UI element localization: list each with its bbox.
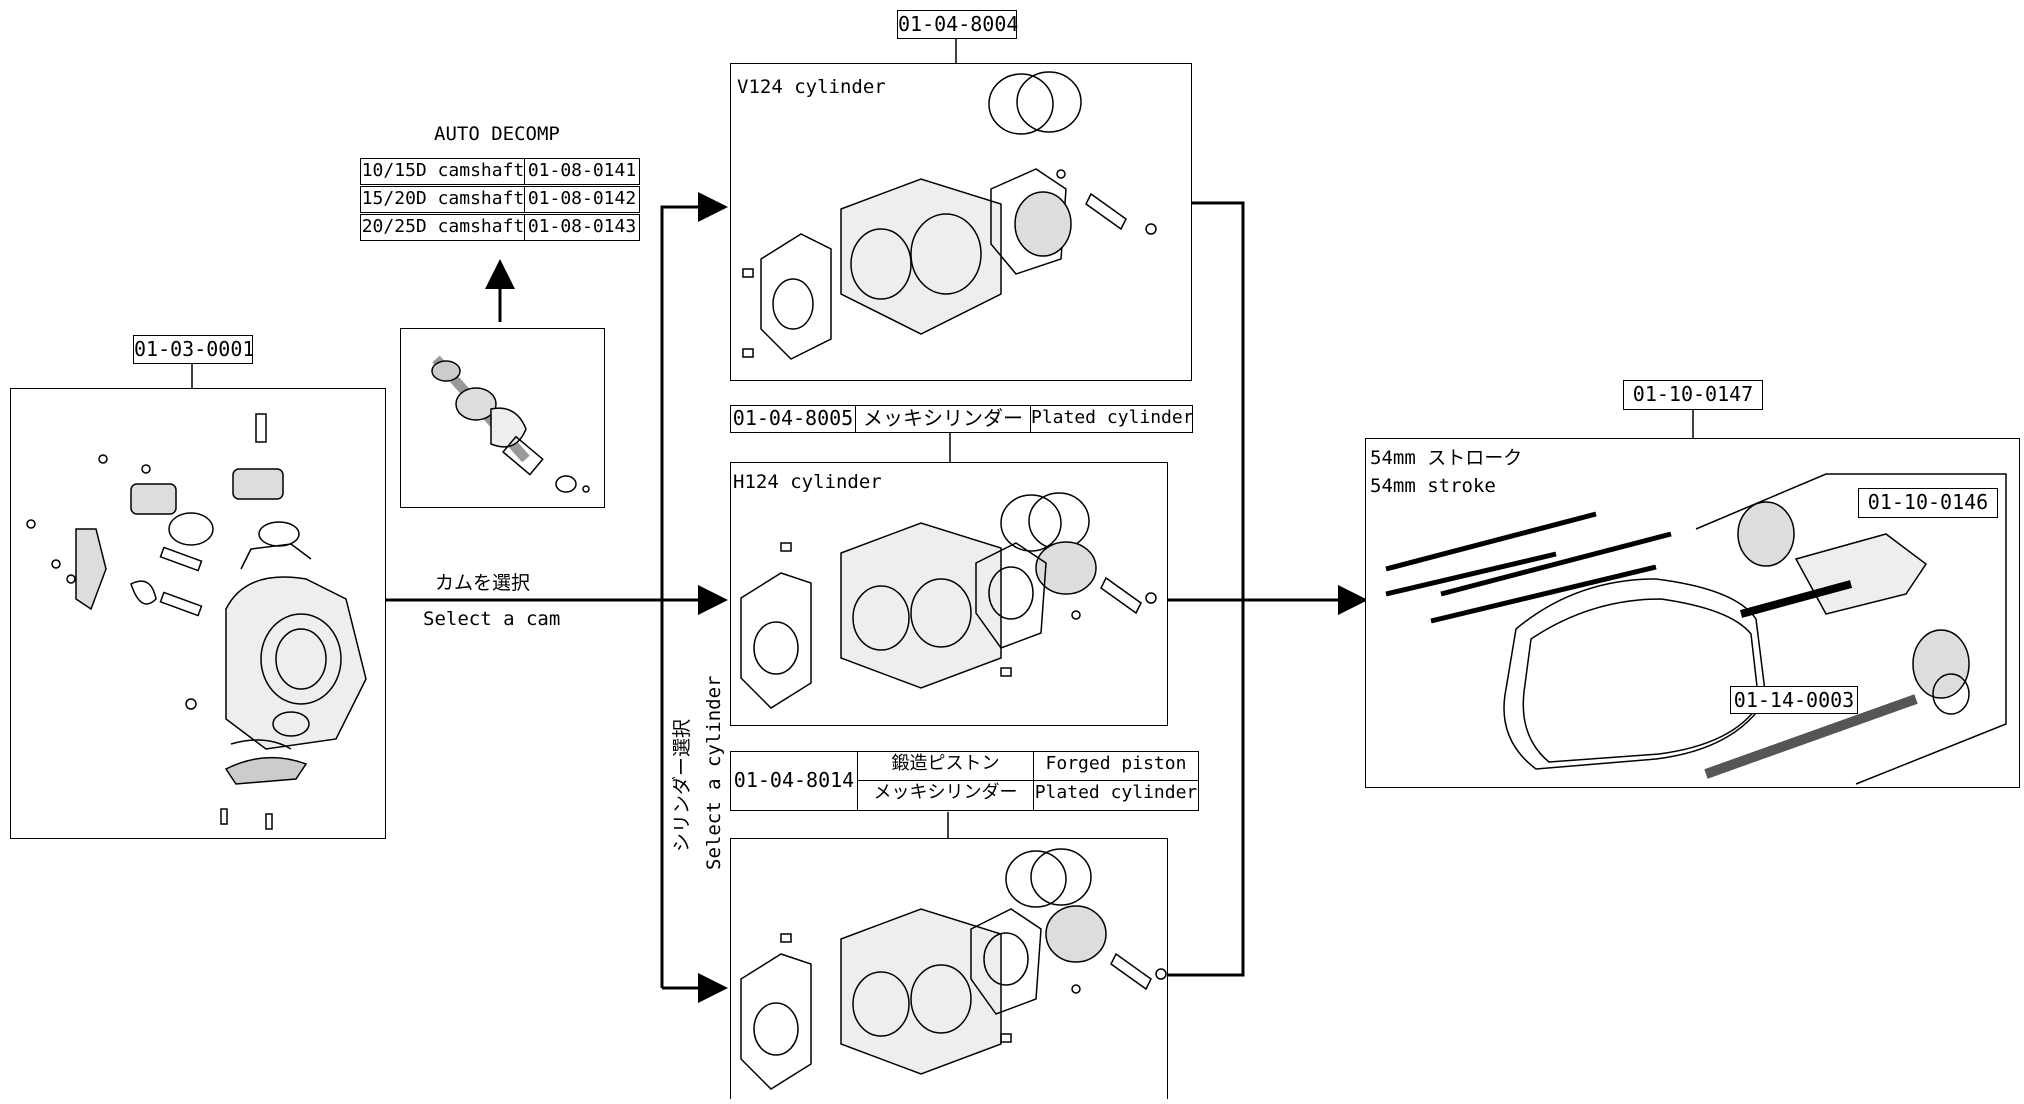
- chain-part-number: 01-14-0003: [1730, 686, 1858, 714]
- cylinder-select-jp: シリンダー選択: [671, 718, 693, 852]
- cylinder-head-drawing: [26, 413, 367, 830]
- h124-part-number: 01-04-8005: [730, 405, 856, 433]
- h124-cylinder-panel: H124 cylinder: [730, 462, 1168, 726]
- camshaft-name-2: 15/20D camshaft: [360, 186, 526, 213]
- camshaft-name-1: 10/15D camshaft: [360, 158, 526, 185]
- forged-label-jp2: メッキシリンダー: [857, 780, 1034, 811]
- auto-decomp-title: AUTO DECOMP: [434, 123, 560, 145]
- h124-title: H124 cylinder: [733, 471, 882, 493]
- h124-cylinder-drawing: [740, 492, 1157, 709]
- cam-select-jp: カムを選択: [435, 572, 531, 594]
- camshaft-part-1: 01-08-0141: [524, 158, 640, 185]
- h124-label-en: Plated cylinder: [1030, 405, 1194, 433]
- stroke-kit-part-number: 01-10-0147: [1623, 380, 1763, 410]
- head-block-panel: [10, 388, 386, 839]
- h124-label-jp: メッキシリンダー: [855, 405, 1031, 433]
- camshaft-part-3: 01-08-0143: [524, 214, 640, 241]
- forged-label-en2: Plated cylinder: [1033, 780, 1199, 811]
- cam-select-en: Select a cam: [423, 608, 561, 630]
- camshaft-part-2: 01-08-0142: [524, 186, 640, 213]
- cylinder-select-en: Select a cylinder: [703, 675, 725, 870]
- v124-title: V124 cylinder: [737, 76, 886, 98]
- forged-part-number: 01-04-8014: [730, 751, 858, 811]
- forged-label-en1: Forged piston: [1033, 751, 1199, 781]
- camshaft-name-3: 20/25D camshaft: [360, 214, 526, 241]
- camshaft-drawing: [431, 355, 590, 493]
- forged-label-jp1: 鍛造ピストン: [857, 751, 1034, 781]
- camshaft-panel: [400, 328, 605, 508]
- stroke-kit-drawing: [1385, 473, 2007, 785]
- v124-cylinder-drawing: [742, 71, 1157, 360]
- v124-part-number: 01-04-8004: [897, 10, 1018, 39]
- v124-cylinder-panel: V124 cylinder: [730, 63, 1192, 381]
- forged-cylinder-panel: [730, 838, 1168, 1099]
- stroke-kit-title-jp: 54mm ストローク: [1370, 447, 1523, 469]
- forged-cylinder-drawing: [740, 848, 1167, 1090]
- crank-part-number: 01-10-0146: [1858, 488, 1998, 518]
- head-part-number: 01-03-0001: [133, 335, 254, 364]
- stroke-kit-title-en: 54mm stroke: [1370, 475, 1496, 497]
